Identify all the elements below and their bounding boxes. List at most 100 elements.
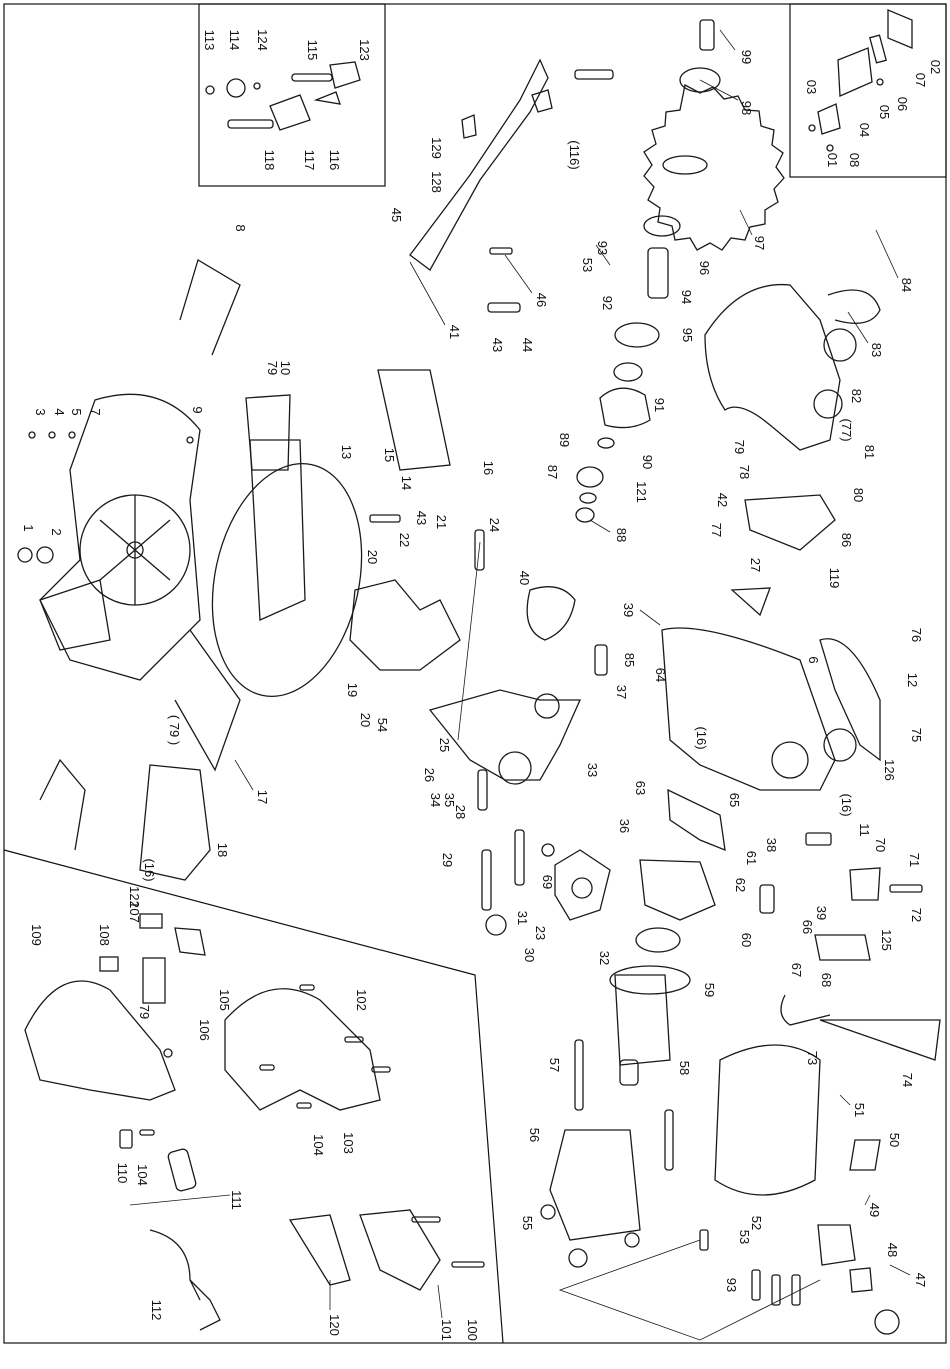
part-label: 109 (29, 924, 44, 946)
inset-parts-top-left (205, 61, 361, 131)
part-label: 75 (909, 728, 924, 742)
outer-frame (3, 3, 947, 1344)
part-label: 33 (585, 763, 600, 777)
part-label: 46 (534, 293, 549, 307)
part-label: 77 (709, 523, 724, 537)
part-label: 22 (397, 533, 412, 547)
part-label: 01 (825, 153, 840, 167)
part-label: (77) (839, 418, 854, 441)
part-label: 120 (327, 1314, 342, 1336)
part-label: 60 (739, 933, 754, 947)
part-label: 78 (737, 465, 752, 479)
part-label: 79 (732, 440, 747, 454)
part-label: 21 (434, 515, 449, 529)
part-label: 13 (339, 445, 354, 459)
part-label: 16 (481, 461, 496, 475)
motor-assembly (540, 965, 941, 1341)
part-label: 6 (806, 656, 821, 663)
part-label: 68 (819, 973, 834, 987)
part-label: 84 (899, 278, 914, 292)
part-label: 65 (727, 793, 742, 807)
part-label: 112 (149, 1300, 164, 1321)
part-label: 20 (358, 713, 373, 727)
part-label: 72 (909, 908, 924, 922)
part-label: 100 (465, 1319, 480, 1341)
part-label: 79 (137, 1005, 152, 1019)
part-label: 83 (869, 343, 884, 357)
part-label: 10 (278, 361, 293, 375)
part-label: 82 (849, 389, 864, 403)
spindle-assembly (487, 247, 669, 523)
part-label: ( 79 ) (167, 715, 182, 745)
part-label: 91 (652, 398, 667, 412)
part-label: 70 (873, 838, 888, 852)
part-label: 53 (737, 1230, 752, 1244)
part-label: 42 (715, 493, 730, 507)
part-label: 19 (345, 683, 360, 697)
part-label: 06 (895, 97, 910, 111)
part-label: 44 (520, 338, 535, 352)
part-label: 89 (557, 433, 572, 447)
part-label: 27 (748, 558, 763, 572)
part-label: 49 (867, 1203, 882, 1217)
part-label: 96 (697, 261, 712, 275)
part-label: 08 (847, 153, 862, 167)
arm-housing (635, 494, 923, 961)
extension-rods (39, 259, 241, 851)
part-label: 129 (429, 137, 444, 159)
part-label: 125 (879, 929, 894, 951)
part-label: 47 (913, 1273, 928, 1287)
part-label: 39 (621, 603, 636, 617)
part-label: 103 (341, 1132, 356, 1154)
part-label: 39 (814, 906, 829, 920)
part-label: 8 (233, 224, 248, 231)
part-label: 45 (389, 208, 404, 222)
part-label: 40 (517, 571, 532, 585)
base (17, 393, 201, 681)
part-label: 1 (21, 524, 36, 531)
part-label: 99 (739, 50, 754, 64)
part-label: 56 (527, 1128, 542, 1142)
part-label: 73 (805, 1051, 820, 1065)
fence-and-bevel (139, 369, 611, 936)
part-label: 76 (909, 628, 924, 642)
part-label: 51 (852, 1103, 867, 1117)
part-label: 41 (447, 325, 462, 339)
part-label: 31 (515, 911, 530, 925)
part-label: (16) (694, 726, 709, 749)
part-label: 93 (595, 241, 610, 255)
part-label: 122 (127, 886, 142, 908)
part-label: 107 (127, 901, 142, 923)
part-label: 11 (857, 823, 872, 837)
part-label: 87 (545, 465, 560, 479)
part-label: 07 (913, 73, 928, 87)
part-label: 102 (354, 989, 369, 1011)
part-label: 4 (52, 408, 67, 415)
part-label: 58 (677, 1061, 692, 1075)
part-label: 128 (429, 171, 444, 193)
part-label: 43 (490, 338, 505, 352)
part-label: 59 (702, 983, 717, 997)
part-label: 115 (305, 40, 320, 61)
part-label: 92 (600, 296, 615, 310)
part-label: 15 (382, 448, 397, 462)
part-label: 7 (88, 408, 103, 415)
part-label: 43 (414, 511, 429, 525)
part-label: 12 (905, 673, 920, 687)
part-label: 79 (265, 361, 280, 375)
part-label: 04 (857, 123, 872, 137)
part-label: 20 (365, 550, 380, 564)
part-label: 28 (453, 805, 468, 819)
part-label: 64 (653, 668, 668, 682)
part-label: 105 (217, 989, 232, 1011)
part-label: 32 (597, 951, 612, 965)
part-label: 93 (724, 1278, 739, 1292)
part-label: 36 (617, 819, 632, 833)
blade-guard (704, 283, 881, 451)
part-label: (116) (567, 140, 582, 169)
part-label: 50 (887, 1133, 902, 1147)
part-label: 23 (533, 926, 548, 940)
part-label: 3 (33, 408, 48, 415)
